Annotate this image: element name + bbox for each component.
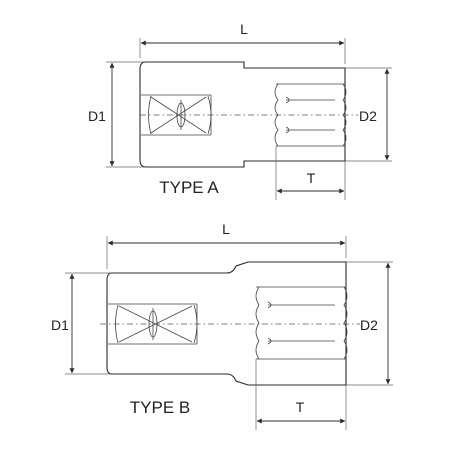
type-a-t-label: T: [307, 170, 316, 186]
type-b-title: TYPE B: [130, 398, 190, 417]
type-a-d1-label: D1: [88, 108, 106, 124]
type-b-socket-end: [255, 286, 348, 360]
type-a-length-label: L: [240, 21, 248, 37]
type-a-drive-cross: [150, 96, 207, 134]
type-b-length-label: L: [222, 221, 230, 237]
type-a-d2-label: D2: [359, 108, 377, 124]
type-b-d2-label: D2: [360, 317, 378, 333]
type-a-socket-end: [274, 83, 347, 147]
type-b-d1-label: D1: [51, 317, 69, 333]
type-a-title: TYPE A: [159, 178, 219, 197]
type-b-socket-outline: [106, 261, 347, 386]
type-a-socket-outline: [139, 61, 346, 168]
type-b-drawing: L D1 D2 T TYPE B: [51, 221, 393, 430]
type-b-t-label: T: [296, 399, 305, 415]
type-a-drawing: L D1 D2 T TYPE A: [88, 21, 392, 200]
